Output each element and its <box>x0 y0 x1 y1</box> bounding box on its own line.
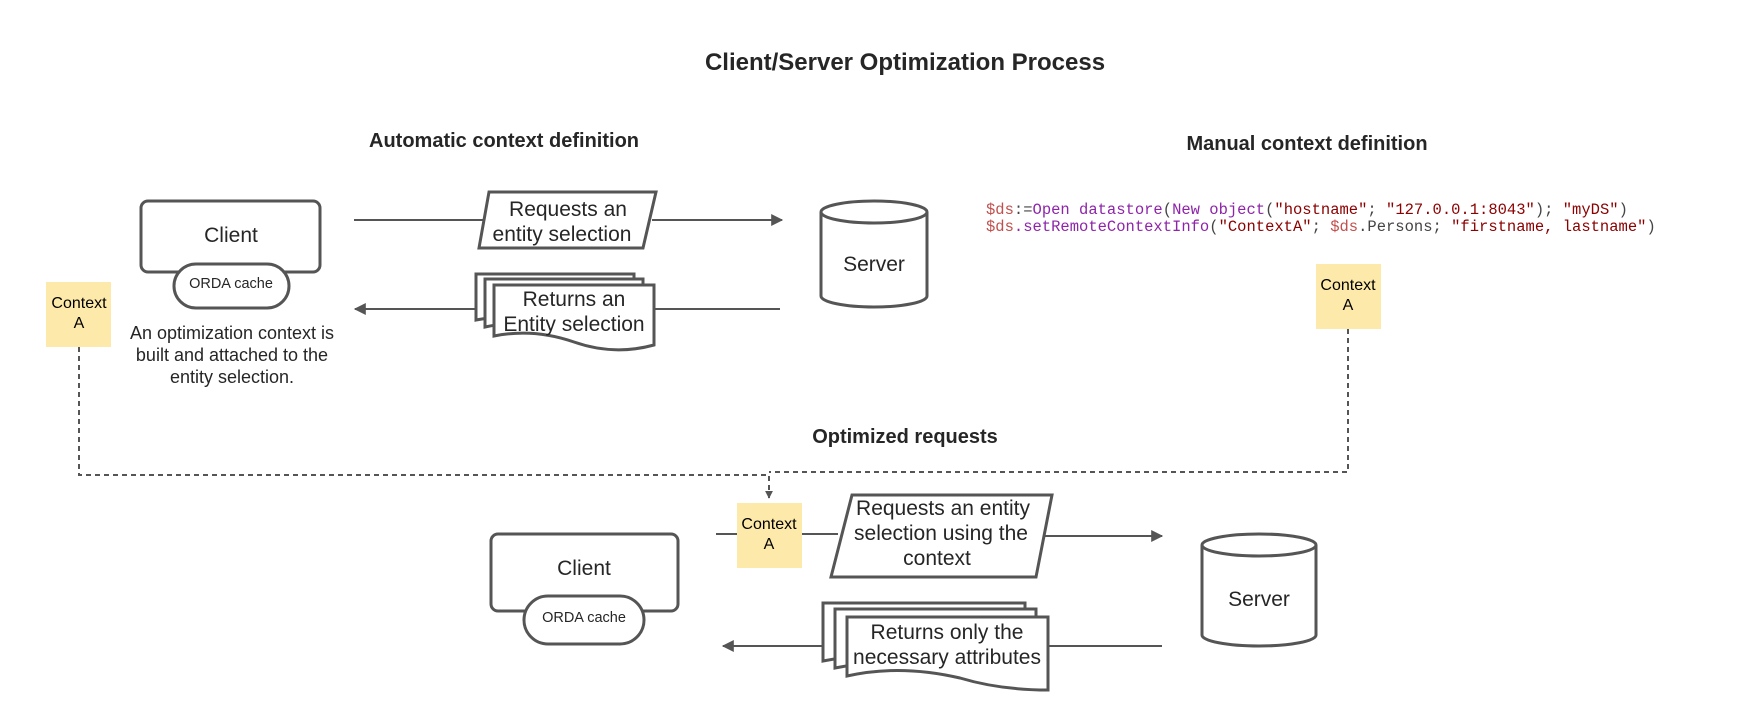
code-token: ( <box>1163 201 1172 219</box>
context-a-left-line1: Context <box>51 295 107 312</box>
code-token: "ContextA" <box>1219 218 1312 236</box>
code-token: := <box>1014 201 1033 219</box>
caption-line1: An optimization context is <box>130 323 334 343</box>
caption-line2: built and attached to the <box>136 345 328 365</box>
client-bottom-label: Client <box>557 557 611 580</box>
request-bottom-line1: Requests an entity <box>856 497 1030 520</box>
code-token: "myDS" <box>1563 201 1619 219</box>
code-token: "firstname, lastname" <box>1451 218 1646 236</box>
code-token: $ds <box>1330 218 1358 236</box>
orda-cache-bottom-label: ORDA cache <box>542 610 626 626</box>
code-token: .Persons; <box>1358 218 1451 236</box>
server-bottom-label: Server <box>1228 588 1290 611</box>
context-a-left-line2: A <box>74 315 85 332</box>
request-bottom-line3: context <box>903 547 971 570</box>
code-token: ; <box>1367 201 1386 219</box>
heading-optimized-requests: Optimized requests <box>812 426 998 448</box>
diagram-title: Client/Server Optimization Process <box>705 49 1105 76</box>
request-top-line1: Requests an <box>509 198 627 221</box>
context-a-note-left: Context A <box>46 282 111 347</box>
server-top: Server <box>819 199 929 309</box>
code-token: $ds <box>986 218 1014 236</box>
request-arrow-top: Requests an entity selection <box>354 190 784 250</box>
context-a-note-bottom: Context A <box>737 503 802 568</box>
orda-cache-top-label: ORDA cache <box>189 276 273 292</box>
server-top-label: Server <box>843 253 905 276</box>
server-bottom: Server <box>1200 532 1318 648</box>
response-top-line1: Returns an <box>523 288 626 311</box>
context-a-bottom-line2: A <box>764 536 775 553</box>
client-bottom: Client ORDA cache <box>489 532 680 646</box>
request-bottom-line2: selection using the <box>854 522 1028 545</box>
context-a-note-right: Context A <box>1316 264 1381 329</box>
code-token: $ds <box>986 201 1014 219</box>
optimization-caption: An optimization context is built and att… <box>130 323 334 387</box>
response-top-line2: Entity selection <box>503 313 644 336</box>
response-arrow-top: Returns an Entity selection <box>353 272 780 352</box>
code-token: .setRemoteContextInfo <box>1014 218 1209 236</box>
code-token: ( <box>1265 201 1274 219</box>
request-arrow-bottom: Requests an entity selection using the c… <box>716 493 1164 579</box>
code-token: Open datastore <box>1033 201 1163 219</box>
response-arrow-bottom: Returns only the necessary attributes <box>721 601 1162 692</box>
code-token: ); <box>1535 201 1563 219</box>
code-token: ( <box>1209 218 1218 236</box>
client-top: Client ORDA cache <box>139 199 322 310</box>
code-token: "hostname" <box>1274 201 1367 219</box>
code-token: ) <box>1619 201 1628 219</box>
context-a-bottom-line1: Context <box>741 516 797 533</box>
heading-manual-context: Manual context definition <box>1186 133 1427 155</box>
context-a-right-line2: A <box>1343 297 1354 314</box>
caption-line3: entity selection. <box>170 367 294 387</box>
code-snippet: $ds:=Open datastore(New object("hostname… <box>986 201 1656 236</box>
code-token: ; <box>1312 218 1331 236</box>
response-bottom-line2: necessary attributes <box>853 646 1041 669</box>
code-token: "127.0.0.1:8043" <box>1386 201 1535 219</box>
context-a-right-line1: Context <box>1320 277 1376 294</box>
response-bottom-line1: Returns only the <box>871 621 1024 644</box>
code-token: ) <box>1646 218 1655 236</box>
dashed-connector-left <box>78 347 773 499</box>
client-top-label: Client <box>204 224 258 247</box>
code-token: New object <box>1172 201 1265 219</box>
heading-automatic-context: Automatic context definition <box>369 130 639 152</box>
dashed-connector-right <box>769 329 1349 473</box>
request-top-line2: entity selection <box>493 223 632 246</box>
code-line-2: $ds.setRemoteContextInfo("ContextA"; $ds… <box>986 218 1656 236</box>
code-line-1: $ds:=Open datastore(New object("hostname… <box>986 201 1628 219</box>
